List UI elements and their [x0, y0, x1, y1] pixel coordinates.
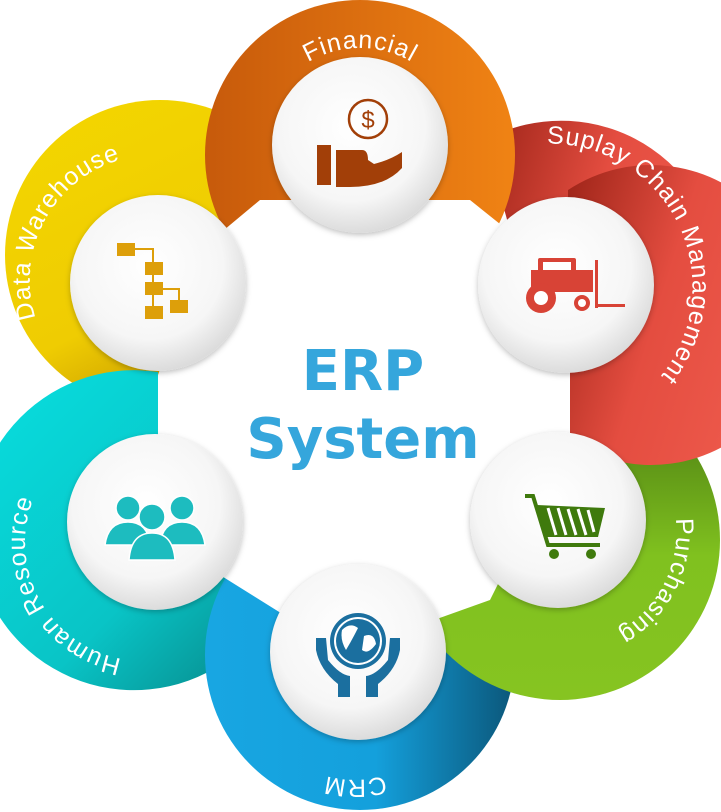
hierarchy-icon — [117, 243, 188, 319]
forklift-icon — [526, 258, 625, 313]
svg-text:$: $ — [361, 107, 374, 134]
center-title-line2: System — [246, 407, 479, 472]
center-hub — [158, 200, 570, 625]
center-title-line1: ERP — [302, 339, 424, 404]
globe-hands-icon — [316, 613, 400, 697]
shopping-cart-icon — [525, 494, 605, 559]
circle-financial[interactable] — [272, 57, 448, 233]
label-crm: CRM — [321, 770, 388, 802]
people-icon — [104, 495, 206, 561]
hand-dollar-icon: $ — [317, 98, 402, 187]
